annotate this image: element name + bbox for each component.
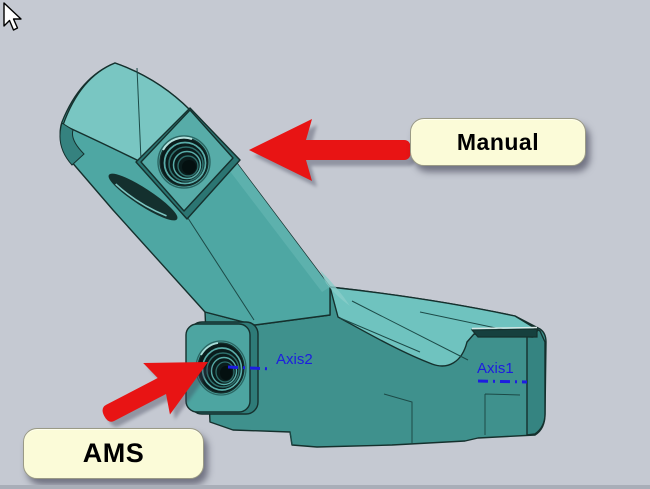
manual-callout-label: Manual	[456, 128, 540, 155]
upper-boss	[135, 107, 241, 220]
upper-threaded-hole[interactable]	[157, 135, 211, 189]
ams-callout-box: AMS	[23, 428, 204, 479]
ams-arrow	[102, 362, 213, 427]
axis2-label[interactable]: Axis2	[276, 351, 313, 368]
axis2-annotation[interactable]: Axis2	[227, 351, 313, 371]
axis1-line[interactable]	[477, 379, 528, 384]
part-3d-model[interactable]	[59, 62, 547, 448]
axis2-line[interactable]	[227, 365, 273, 371]
base-top-face	[329, 286, 539, 367]
base-step-edges	[289, 393, 521, 446]
arm-top-band	[226, 158, 330, 292]
manual-arrow-shape	[249, 119, 411, 181]
manual-callout-box: Manual	[410, 118, 586, 166]
head-left-chamfer	[59, 122, 85, 166]
axis1-annotation[interactable]: Axis1	[477, 360, 528, 384]
fork-slot	[108, 173, 178, 221]
base-notch-highlight	[471, 326, 538, 330]
arrow-cursor-icon	[3, 2, 22, 31]
part-base-block	[204, 286, 547, 448]
ams-callout-label: AMS	[82, 438, 145, 468]
axis1-label[interactable]: Axis1	[477, 360, 514, 377]
manual-arrow	[249, 119, 416, 187]
head-top-face	[62, 62, 191, 163]
ams-arrow-shape	[102, 362, 208, 422]
window-bottom-edge	[0, 485, 650, 489]
arm-base-fillet	[320, 270, 350, 306]
head-crease	[136, 67, 142, 161]
lower-threaded-hole[interactable]	[195, 340, 247, 396]
base-notch	[470, 328, 538, 338]
base-right-face	[526, 322, 546, 436]
arm-crease	[183, 211, 255, 321]
